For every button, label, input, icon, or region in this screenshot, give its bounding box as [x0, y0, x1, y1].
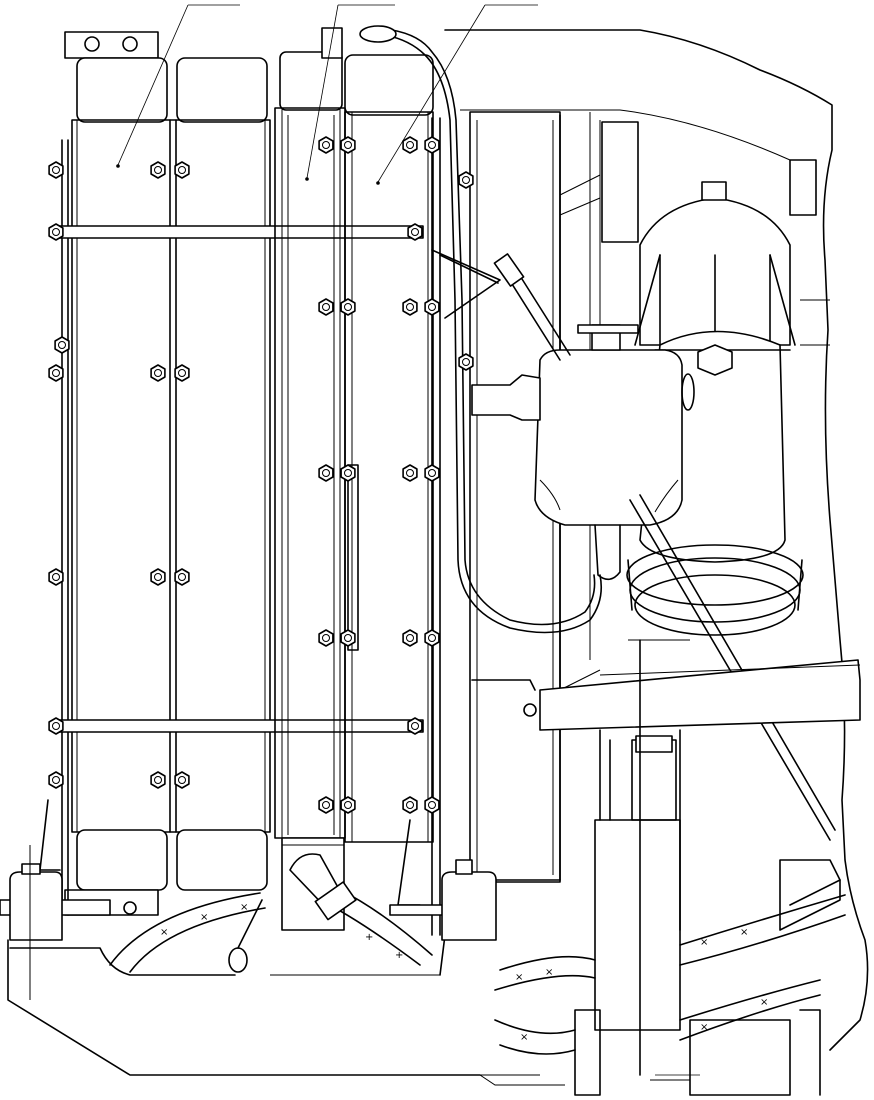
radiator-core-middle	[274, 27, 346, 931]
hose-mark: ×	[240, 902, 248, 913]
hose-mark: ×	[200, 912, 208, 923]
hex-bolt	[407, 717, 423, 735]
hex-bolt	[174, 161, 190, 179]
hex-bolt	[424, 464, 440, 482]
hex-bolt	[174, 771, 190, 789]
hex-bolt	[340, 629, 356, 647]
callout-3	[376, 4, 538, 185]
hose-mark: ×	[760, 997, 768, 1008]
hex-bolt	[174, 364, 190, 382]
hex-bolt	[402, 136, 418, 154]
hex-bolt	[402, 629, 418, 647]
hose-mark: ×	[520, 1032, 528, 1043]
hose-mark: ×	[740, 927, 748, 938]
hex-bolt	[340, 136, 356, 154]
hex-bolt	[318, 298, 334, 316]
hex-bolt	[54, 336, 70, 354]
hex-bolt	[48, 364, 64, 382]
callout-2	[305, 4, 395, 181]
callout-1	[116, 4, 240, 168]
hose-fittings	[228, 853, 497, 973]
hex-bolt	[150, 364, 166, 382]
hose-mark: ×	[545, 967, 553, 978]
hose-mark: ×	[515, 972, 523, 983]
hex-bolt	[150, 161, 166, 179]
hose-mark: ×	[700, 1022, 708, 1033]
hose-mark: ×	[160, 927, 168, 938]
hex-bolt	[48, 223, 64, 241]
hex-bolt	[150, 568, 166, 586]
hex-bolt	[402, 298, 418, 316]
hex-bolt	[402, 464, 418, 482]
hex-bolt	[48, 568, 64, 586]
lower-right-frame	[574, 859, 841, 1096]
hex-bolt	[174, 568, 190, 586]
reservoir-canister	[471, 253, 695, 581]
hex-bolt	[340, 464, 356, 482]
hex-bolt	[340, 796, 356, 814]
callout-leaders	[116, 4, 538, 185]
hex-bolt	[318, 464, 334, 482]
hex-bolt	[402, 796, 418, 814]
hose-mark: +	[365, 932, 373, 943]
hex-bolt	[424, 629, 440, 647]
hose-mark: +	[395, 950, 403, 961]
hex-bolt	[318, 136, 334, 154]
hex-bolt	[424, 136, 440, 154]
hex-bolt	[458, 353, 474, 371]
hex-bolt	[424, 796, 440, 814]
hex-bolt	[458, 171, 474, 189]
hose-mark: ×	[700, 937, 708, 948]
bolt-group	[48, 136, 474, 814]
hex-bolt	[318, 796, 334, 814]
radiator-core-left	[0, 31, 424, 1000]
hex-bolt	[48, 771, 64, 789]
hex-bolt	[318, 629, 334, 647]
hex-bolt	[407, 223, 423, 241]
hex-bolt	[48, 161, 64, 179]
hex-bolt	[48, 717, 64, 735]
hex-bolt	[340, 298, 356, 316]
hex-bolt	[424, 298, 440, 316]
frame-beam	[523, 639, 861, 1076]
hex-bolt	[150, 771, 166, 789]
